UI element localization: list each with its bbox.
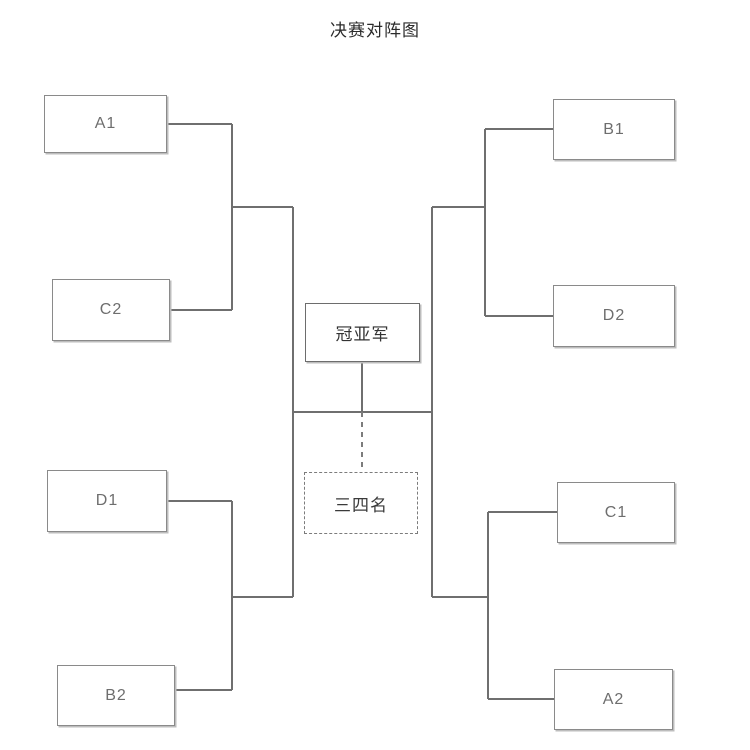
bracket-node-label: D1 xyxy=(95,492,119,509)
bracket-node-a2[interactable]: A2 xyxy=(554,669,673,730)
bracket-node-label: 冠亚军 xyxy=(335,325,390,345)
bracket-node-label: 三四名 xyxy=(334,495,388,516)
page-title: 决赛对阵图 xyxy=(330,21,420,41)
bracket-node-label: C1 xyxy=(604,503,628,521)
bracket-node-d2[interactable]: D2 xyxy=(553,285,675,347)
bracket-node-b2[interactable]: B2 xyxy=(57,665,175,726)
bracket-node-label: A2 xyxy=(602,690,625,708)
bracket-node-label: B1 xyxy=(603,120,625,138)
bracket-node-label: D2 xyxy=(602,307,626,324)
bracket-node-label: B2 xyxy=(105,686,127,704)
bracket-node-a1[interactable]: A1 xyxy=(44,95,167,153)
bracket-node-label: C2 xyxy=(99,301,123,318)
bracket-node-b1[interactable]: B1 xyxy=(553,99,675,160)
bracket-node-c1[interactable]: C1 xyxy=(557,482,675,543)
bracket-node-third-place-match[interactable]: 三四名 xyxy=(304,472,418,534)
bracket-node-final-match[interactable]: 冠亚军 xyxy=(305,303,420,362)
bracket-node-label: A1 xyxy=(94,115,117,132)
bracket-node-c2[interactable]: C2 xyxy=(52,279,170,341)
bracket-node-d1[interactable]: D1 xyxy=(47,470,167,532)
